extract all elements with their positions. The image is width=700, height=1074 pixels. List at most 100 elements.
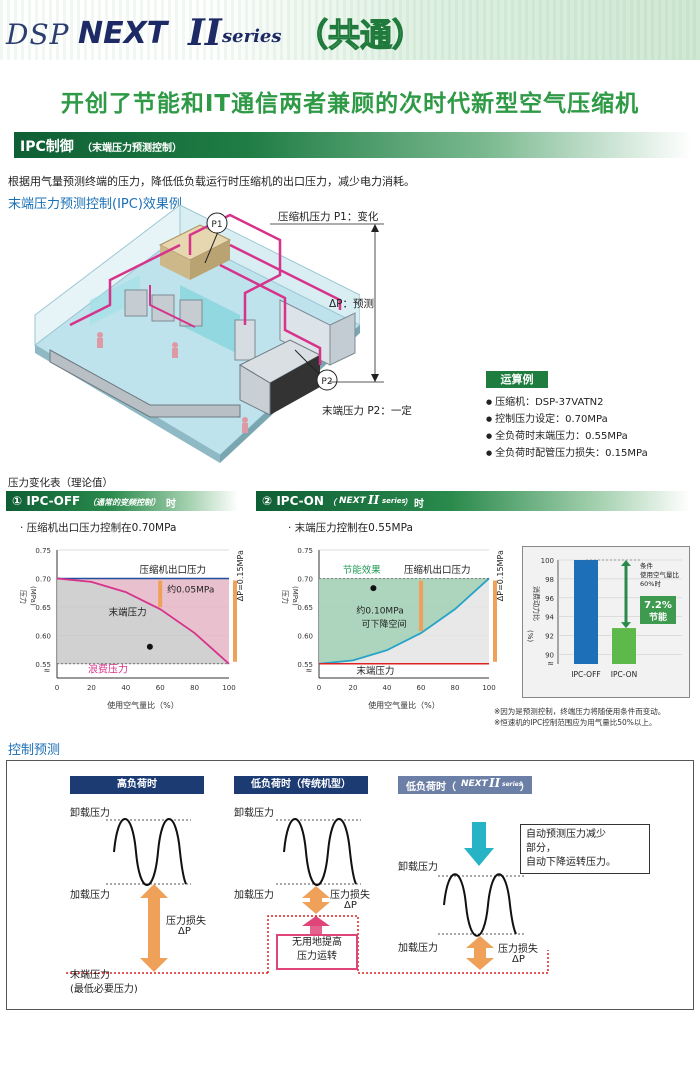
ipc-on-suffix: 时 [414,499,424,510]
brand-series: series [222,26,282,47]
saving-badge [640,596,676,624]
col2-load: 加载压力 [234,890,274,901]
ipc-on-bar [256,491,690,511]
brand-dsp: DSP [6,18,70,51]
bar-axis-break: ≈ [547,659,554,668]
control-box [6,760,694,1010]
end-pressure-line-2 [267,915,549,974]
ipc-off-note: · 压缩机出口压力控制在0.70MPa [20,522,177,534]
header-band [0,0,700,60]
calc-item: 压缩机：DSP-37VATN2 [486,394,648,411]
cond-1: 条件 [640,561,654,570]
col1-title: 高负荷时 [70,776,204,794]
conveyor-belt [49,349,241,418]
col2-title: 低负荷时（传统机型） [234,776,368,794]
y-tick-label: 0.75 [35,547,51,555]
y-tick-label: 0.75 [297,547,313,555]
y-tick-label: 0.60 [35,632,51,640]
col3-loss-arrow-shaft [474,946,486,958]
x-tick-label: 40 [383,684,392,692]
ipc-on-title: ② IPC-ON [262,494,324,508]
col3-down-arrow-head [464,848,494,866]
header-stripes [0,0,700,60]
label-dp: ΔP=0.15MPa [496,550,505,601]
p2-label: 末端压力 P2：一定 [322,405,412,417]
label-reduce-2: 可下降空间 [362,618,407,630]
x-tick-label: 60 [417,684,426,692]
saving-word: 节能 [649,611,667,623]
long-machine-side [329,312,356,366]
ipc-section-bar [8,132,692,158]
air-pipe-4 [219,263,322,365]
p2-marker [316,369,338,391]
col1-wave [113,818,187,886]
saving-area [319,578,489,664]
page-headline: 开创了节能和IT通信两者兼顾的次时代新型空气压缩机 [60,91,640,117]
used-area [57,578,229,664]
col2-loss-arrow-shaft [310,896,322,902]
air-pipe-1 [188,213,282,325]
useless-line-2: 压力运转 [297,951,337,962]
col1-unload: 卸载压力 [70,808,110,819]
col1-loss-arrow-shaft [148,896,160,960]
label-end: 末端压力 [356,665,394,677]
calc-item: 全负荷时末端压力：0.55MPa [486,428,648,445]
x-tick-label: 40 [121,684,130,692]
x-tick-label: 20 [349,684,358,692]
ipc-title: IPC制御 [20,139,74,155]
cond-3: 60%时 [640,579,661,588]
machine-1 [124,289,148,317]
end-pressure-2: (最低必要压力) [70,984,138,995]
ipc-example-title: 末端压力预测控制(IPC)效果例 [8,197,182,212]
y-axis-label-1: 压力 [19,590,28,604]
bar-y-tick: 98 [545,576,554,584]
x-tick-label: 100 [482,684,495,692]
footnote-1: ※因为是预测控制，终端压力将随使用条件而变动。 [494,707,666,716]
bar-y-tick: 96 [545,595,554,603]
used-area [319,578,489,664]
auto-line-3: 自动下降运转压力。 [526,857,616,868]
ipc-section-mark [8,132,14,158]
bar-y-tick: 100 [541,557,554,565]
ipc-on-brand-series: series [382,497,406,505]
col3-title-post: ） [520,782,530,793]
col3-title-series: series [502,781,523,788]
saving-dot [370,585,377,592]
x-axis-label: 使用空气量比（%） [368,700,440,710]
machine-4 [234,319,256,361]
ipc-on-paren-close: ） [404,498,412,507]
dp-arrow [270,223,384,383]
useless-line-1: 无用地提高 [292,937,342,948]
y-tick-label: 0.65 [297,604,313,612]
x-axis-label: 使用空气量比（%） [107,700,179,710]
p1-label: 压缩机压力 P1：变化 [278,211,379,223]
p1-text: P1 [211,220,222,230]
dp-label: ΔP：预测 [329,298,375,310]
bar-ipc-on [612,628,636,664]
calc-item: 控制压力设定：0.70MPa [486,411,648,428]
y-tick-label: 0.55 [297,661,313,669]
col3-down-arrow-shaft [472,822,486,848]
col1-load: 加载压力 [70,890,110,901]
ipc-on-brand-next: NEXT [339,496,366,506]
col3-title-ii: II [489,776,501,790]
air-pipe-5 [149,285,196,328]
y-axis-label-2: (MPa) [291,586,299,606]
calc-list: 压缩机：DSP-37VATN2 控制压力设定：0.70MPa 全负荷时末端压力：… [486,394,648,462]
auto-line-1: 自动预测压力减少 [526,829,606,840]
air-pipe-3 [229,243,342,310]
col3-unload: 卸载压力 [398,862,438,873]
label-outlet: 压缩机出口压力 [140,564,207,576]
ipc-on-brand-ii: II [368,493,380,507]
brand-common: （共通） [295,15,425,54]
air-pipe-2 [69,243,181,327]
col2-unload: 卸载压力 [234,808,274,819]
axis-break: ≈ [306,666,313,675]
saving-arrow-head-up [621,560,631,566]
ipc-off-suffix: 时 [166,499,176,510]
end-pressure-1: 末端压力 [70,970,110,981]
bar-y-tick: 90 [545,652,554,660]
x-tick-label: 60 [156,684,165,692]
axis-break: ≈ [44,666,51,675]
